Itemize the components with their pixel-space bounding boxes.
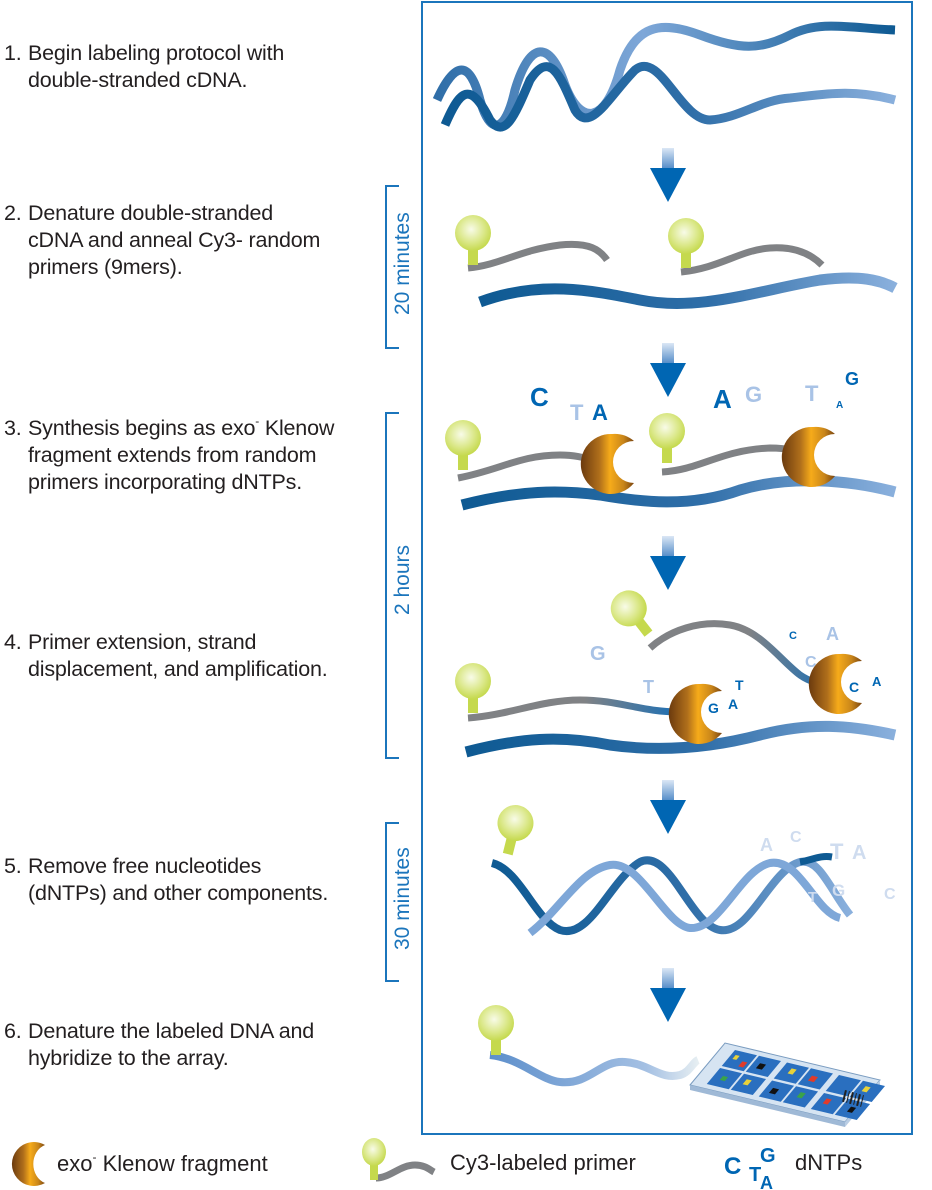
dntp-letter: A — [728, 696, 738, 712]
legend-primer-label: Cy3-labeled primer — [450, 1150, 636, 1175]
cy3-primer-bulb — [455, 215, 491, 265]
cy3-primer-bulb — [445, 420, 481, 470]
dntp-letter: G — [832, 881, 845, 900]
cy3-primer-bulb — [668, 218, 704, 268]
dntp-letter: C — [849, 679, 859, 695]
dntp-letter: T — [570, 400, 584, 425]
dntp-letters-step4: G T G A T C A C C A — [590, 624, 882, 716]
klenow-fragment-icon — [580, 433, 634, 494]
step-number: 5. — [4, 854, 22, 878]
dntp-letter: C — [805, 654, 817, 671]
dntp-letter: C — [724, 1153, 741, 1180]
dntp-letter: A — [826, 624, 839, 644]
duration-bracket-2-hours — [385, 412, 399, 759]
dntp-letter: G — [745, 382, 762, 407]
cy3-primer-bulb — [490, 801, 538, 859]
cy3-primer-bulb — [649, 413, 685, 463]
legend-cy3-primer-icon — [362, 1138, 436, 1182]
labeled-dna-helix-illustration — [490, 801, 854, 937]
dntp-letter: G — [845, 369, 859, 389]
microarray-slide-icon — [689, 1042, 885, 1127]
legend-dntp-letters-icon: C T G A — [724, 1145, 776, 1190]
dntp-letter: C — [884, 886, 896, 903]
array-hybridization-illustration — [478, 1005, 885, 1127]
dntp-letter: T — [805, 381, 819, 406]
legend-klenow-icon — [11, 1141, 45, 1186]
dntp-letter: C — [789, 630, 797, 642]
flow-arrow-4 — [650, 780, 686, 834]
flow-arrow-3 — [650, 536, 686, 590]
primer-annealing-illustration — [455, 215, 898, 309]
dntp-letter: A — [760, 835, 773, 855]
step-6: 6.Denature the labeled DNA and hybridize… — [4, 1019, 315, 1070]
step-number: 4. — [4, 630, 22, 654]
dntp-letter: T — [735, 677, 744, 693]
dsdna-unwinding-illustration — [432, 21, 897, 132]
flow-arrow-1 — [650, 148, 686, 202]
duration-bracket-30-minutes — [385, 822, 399, 982]
flow-arrow-2 — [650, 343, 686, 397]
step-2: 2.Denature double-stranded cDNA and anne… — [4, 201, 321, 279]
step-number: 3. — [4, 416, 22, 440]
dntp-letter: T — [643, 677, 654, 697]
cy3-primer-bulb — [455, 663, 491, 713]
dntp-letter: A — [836, 400, 843, 411]
dntp-letter: A — [592, 400, 608, 425]
legend-dntps-label: dNTPs — [795, 1150, 863, 1175]
step-number: 2. — [4, 201, 22, 225]
dntp-letter: A — [852, 842, 866, 864]
step-5: 5.Remove free nucleotides (dNTPs) and ot… — [4, 854, 329, 905]
cy3-primer-bulb — [478, 1005, 514, 1055]
dntp-letter: G — [590, 643, 606, 665]
dntp-letter: T — [830, 839, 844, 864]
synthesis-illustration — [445, 413, 897, 511]
dntp-letters-step5: A C T A T G C — [760, 829, 896, 906]
dntp-letter: A — [872, 674, 882, 689]
step-number: 1. — [4, 41, 22, 65]
dntp-letter: C — [530, 382, 549, 412]
dntp-letter: T — [749, 1164, 761, 1186]
dntp-letters-step3: C T A A G T A G — [530, 369, 859, 425]
step-1: 1.Begin labeling protocol with double-st… — [4, 41, 285, 92]
dntp-letter: T — [808, 889, 817, 906]
strand-displacement-illustration — [455, 583, 897, 758]
dntp-letter: A — [713, 384, 732, 414]
step-number: 6. — [4, 1019, 22, 1043]
dntp-letter: G — [708, 700, 719, 716]
illustration-panel — [421, 1, 913, 1135]
dntp-letter: C — [790, 829, 802, 846]
flow-arrow-5 — [650, 968, 686, 1022]
cy3-primer-bulb — [603, 583, 663, 645]
duration-bracket-20-minutes — [385, 185, 399, 349]
dntp-letter: A — [760, 1173, 773, 1190]
legend-klenow-label: exo- Klenow fragment — [57, 1150, 268, 1176]
step-3: 3.Synthesis begins as exo- Klenow fragme… — [4, 414, 335, 494]
dntp-letter: G — [760, 1145, 776, 1167]
step-4: 4.Primer extension, strand displacement,… — [4, 630, 328, 681]
